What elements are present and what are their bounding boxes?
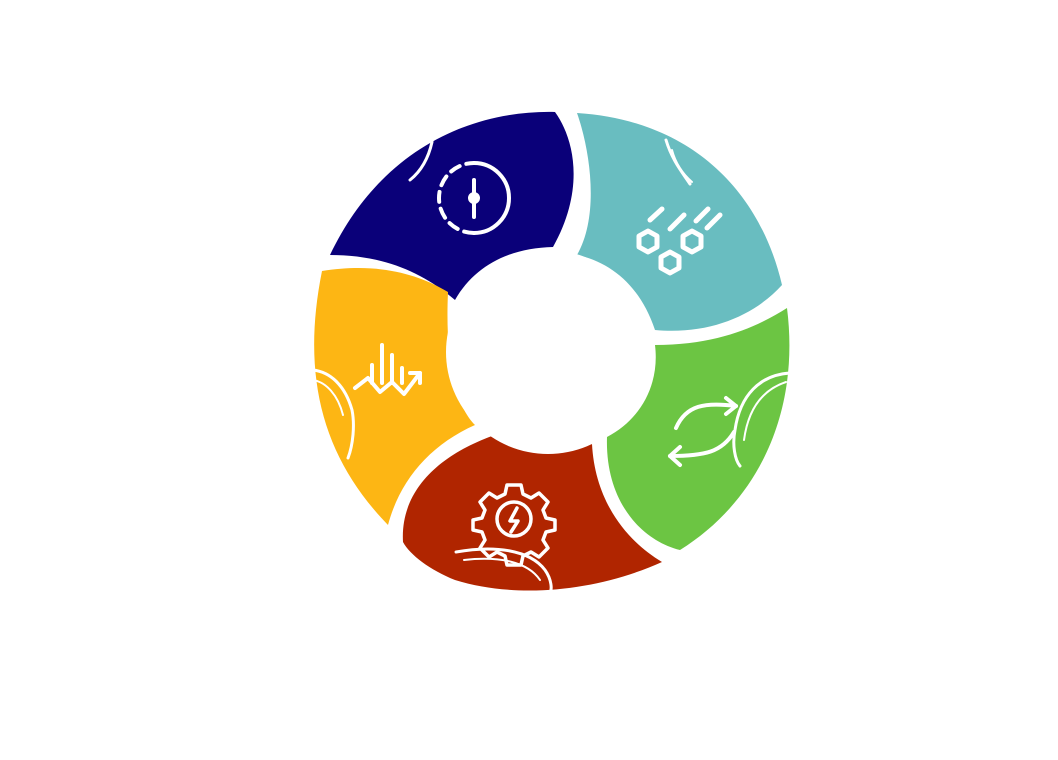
segment-timer xyxy=(330,111,574,300)
timer-icon xyxy=(437,161,511,235)
gear-lightning-icon xyxy=(471,483,557,567)
growth-chart-icon xyxy=(353,343,422,396)
center-hole xyxy=(446,250,650,454)
decorative-arcs xyxy=(311,138,792,594)
shuffle-arrows-icon xyxy=(668,396,738,467)
segment-gear xyxy=(402,436,662,591)
segment-shuffle xyxy=(606,308,790,550)
diagram-segments xyxy=(314,111,790,591)
molecule-icon xyxy=(636,206,723,276)
segment-growth xyxy=(314,268,475,525)
